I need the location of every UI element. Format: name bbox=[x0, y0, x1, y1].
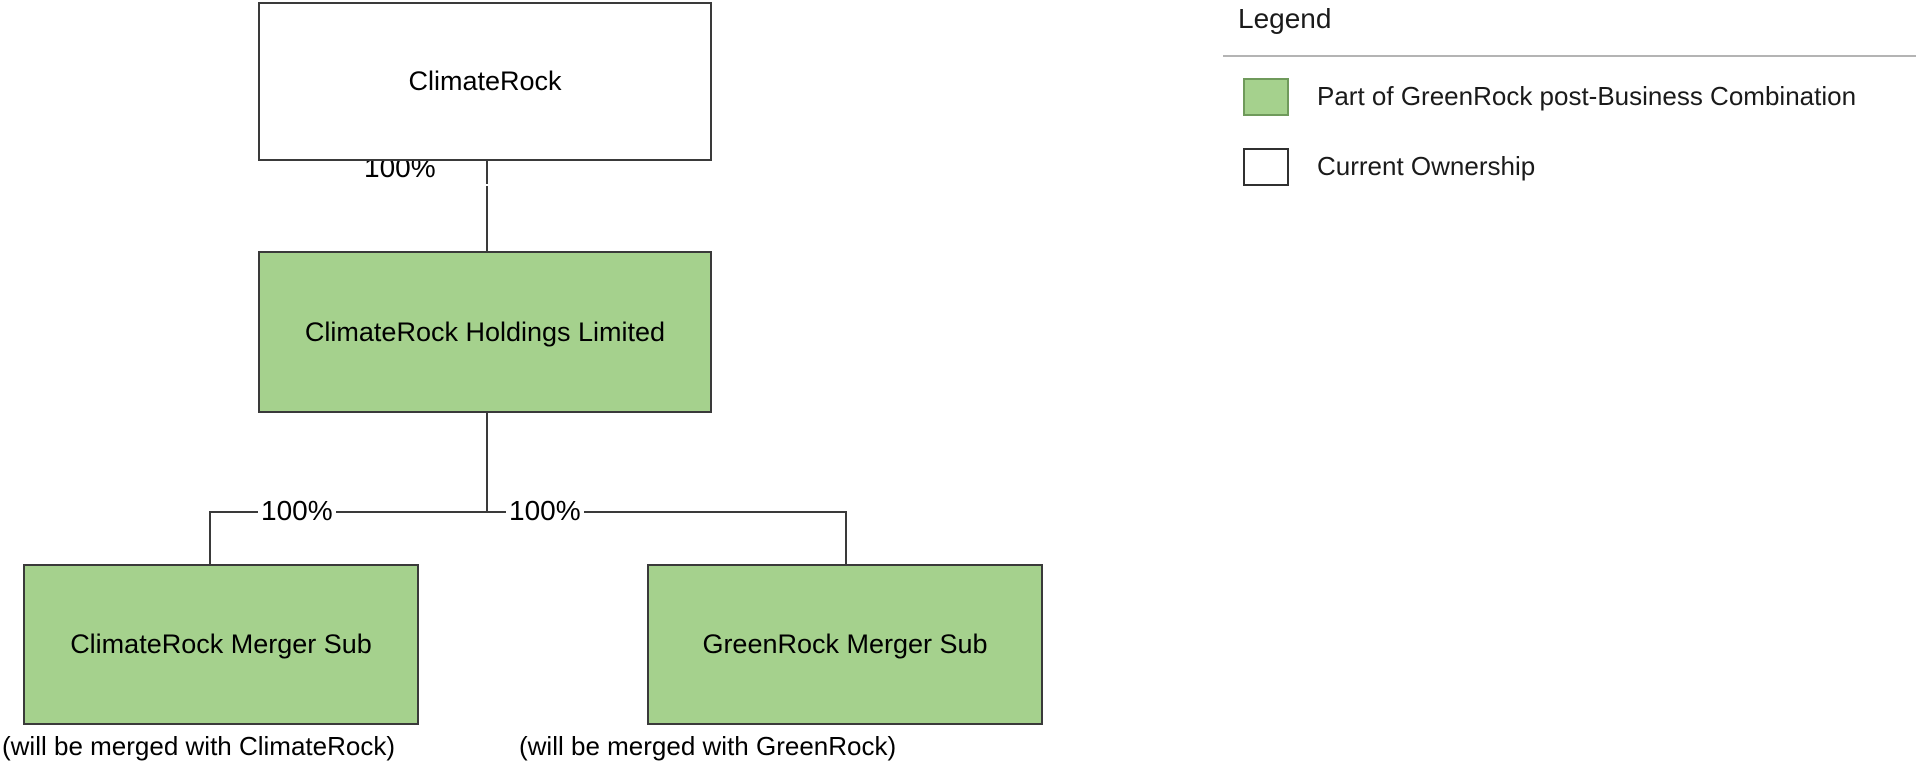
legend-item-green: Part of GreenRock post-Business Combinat… bbox=[1243, 78, 1856, 116]
legend-title: Legend bbox=[1238, 3, 1332, 34]
connector-climaterock-to-holdings-upper bbox=[486, 161, 488, 184]
connector-split-bar-left-outer bbox=[209, 511, 258, 513]
connector-drop-to-greenrock-merger-sub bbox=[845, 511, 847, 564]
connector-split-bar-left-inner bbox=[336, 511, 486, 513]
caption-climaterock-merger-sub: (will be merged with ClimateRock) bbox=[2, 731, 395, 761]
connector-climaterock-to-holdings-lower bbox=[486, 186, 488, 251]
caption-greenrock-merger-sub: (will be merged with GreenRock) bbox=[519, 731, 897, 761]
legend-item-white-label: Current Ownership bbox=[1317, 151, 1536, 182]
node-climaterock[interactable]: ClimateRock bbox=[258, 2, 712, 161]
node-greenrock-merger-sub[interactable]: GreenRock Merger Sub bbox=[647, 564, 1043, 725]
connector-holdings-stem bbox=[486, 413, 488, 511]
node-climaterock-holdings-limited-label: ClimateRock Holdings Limited bbox=[304, 316, 666, 347]
edge-label-holdings-climaterock-merger-sub: 100% bbox=[258, 497, 336, 525]
legend-item-white: Current Ownership bbox=[1243, 148, 1535, 186]
legend-item-green-label: Part of GreenRock post-Business Combinat… bbox=[1317, 81, 1857, 112]
node-climaterock-merger-sub[interactable]: ClimateRock Merger Sub bbox=[23, 564, 419, 725]
node-climaterock-holdings-limited[interactable]: ClimateRock Holdings Limited bbox=[258, 251, 712, 413]
legend-swatch-white-icon bbox=[1243, 148, 1289, 186]
connector-drop-to-climaterock-merger-sub bbox=[209, 511, 211, 564]
legend: Legend Part of GreenRock post-Business C… bbox=[1223, 0, 1916, 200]
edge-label-holdings-greenrock-merger-sub: 100% bbox=[506, 497, 584, 525]
connector-split-bar-right-inner bbox=[486, 511, 508, 513]
legend-divider bbox=[1223, 55, 1916, 57]
legend-swatch-green-icon bbox=[1243, 78, 1289, 116]
node-greenrock-merger-sub-label: GreenRock Merger Sub bbox=[702, 629, 988, 660]
node-climaterock-merger-sub-label: ClimateRock Merger Sub bbox=[70, 629, 372, 660]
connector-split-bar-right-outer bbox=[584, 511, 847, 513]
node-climaterock-label: ClimateRock bbox=[408, 66, 562, 97]
